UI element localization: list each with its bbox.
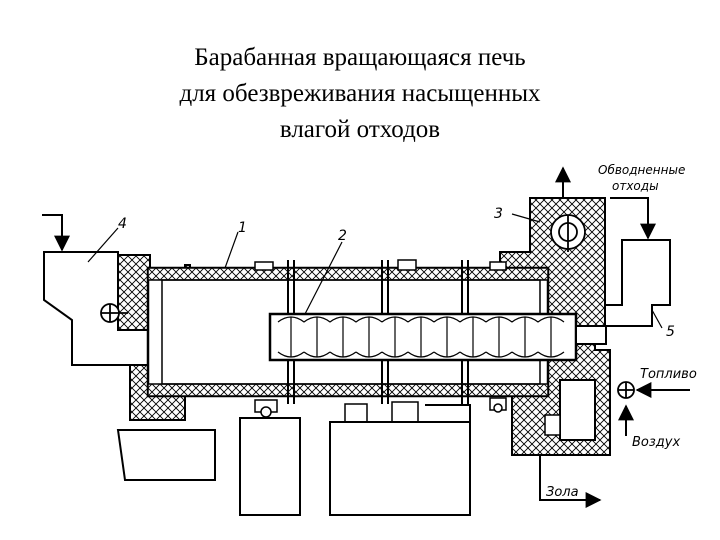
inner-screw-tube: [268, 312, 607, 362]
label-ash: Зола: [546, 485, 579, 500]
label-dewatered-line2: отходы: [612, 179, 659, 193]
label-air: Воздух: [632, 435, 680, 450]
fuel-valve-icon: [617, 381, 635, 399]
title-line-1: Барабанная вращающаяся печь: [194, 44, 526, 71]
label-4: 4: [118, 216, 127, 232]
diagram-title: Барабанная вращающаяся печь для обезвреж…: [0, 40, 720, 148]
discharge-chute: [606, 239, 671, 327]
label-3: 3: [494, 206, 503, 222]
title-line-3: влагой отходов: [279, 116, 441, 143]
label-dewatered-line1: Обводненные: [598, 163, 685, 177]
fan-icon: [100, 303, 128, 323]
foundations: [116, 404, 471, 516]
label-1: 1: [238, 220, 247, 236]
exhaust-fan-icon: [550, 214, 586, 252]
label-fuel: Топливо: [640, 367, 697, 382]
drive-and-rollers: [254, 397, 507, 425]
flow-arrows: [42, 166, 690, 508]
burner-port: [544, 414, 561, 436]
leader-lines: [87, 213, 663, 329]
title-line-2: для обезвреживания насыщенных: [179, 80, 541, 107]
label-2: 2: [338, 228, 347, 244]
ash-chamber: [559, 379, 596, 441]
top-bearings: [254, 259, 507, 271]
label-5: 5: [666, 324, 675, 340]
